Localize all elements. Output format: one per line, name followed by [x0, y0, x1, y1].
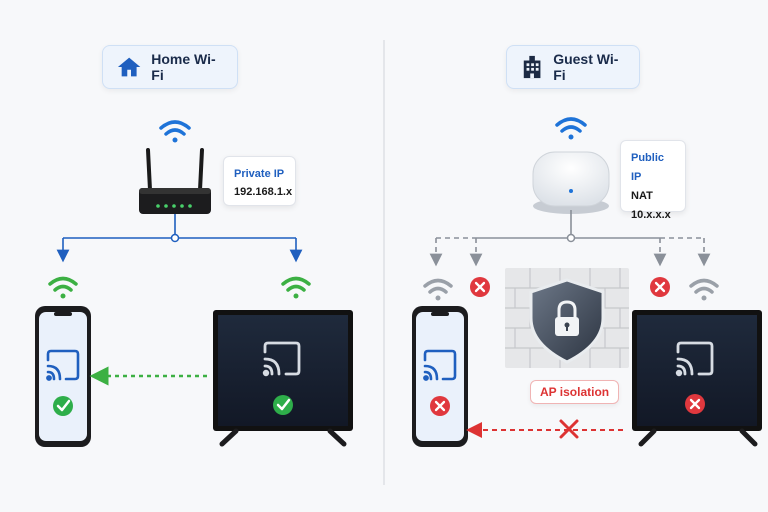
x-icon [559, 419, 579, 439]
tv-icon [632, 310, 762, 447]
x-icon [650, 277, 670, 297]
x-icon [430, 396, 450, 416]
ap-isolation-badge: AP isolation [530, 380, 620, 404]
shield-lock-icon [529, 278, 605, 364]
cast-icon [423, 349, 457, 381]
private-ip-label: Private IP [234, 168, 285, 180]
home-ip-info: Private IP 192.168.1.x [223, 156, 296, 206]
home-icon [117, 57, 141, 77]
cast-icon [262, 341, 301, 377]
guest-ip-info: Public IP NAT 10.x.x.x [620, 140, 686, 221]
guest-wifi-label: Guest Wi-Fi [553, 51, 619, 83]
private-ip-value: 192.168.1.x [234, 186, 293, 198]
x-icon [685, 394, 705, 414]
public-ip-label: Public IP [631, 152, 665, 183]
home-connection-lines [56, 214, 303, 263]
junction-dot [566, 233, 576, 243]
wifi-icon [281, 276, 311, 299]
tv-icon [213, 310, 353, 447]
cast-icon [46, 349, 80, 381]
cast-icon [675, 341, 714, 377]
home-wifi-title: Home Wi-Fi [102, 45, 238, 89]
router-icon [139, 148, 211, 214]
wifi-icon [159, 120, 191, 143]
check-icon [273, 395, 293, 415]
nat-label: NAT [631, 190, 653, 202]
phone-icon [412, 306, 468, 447]
check-icon [53, 396, 73, 416]
wifi-icon [48, 276, 78, 299]
home-wifi-label: Home Wi-Fi [151, 51, 216, 83]
wifi-icon [423, 278, 453, 301]
building-icon [523, 55, 541, 79]
wifi-icon [555, 117, 587, 140]
guest-ip-value: 10.x.x.x [631, 209, 671, 221]
phone-icon [35, 306, 91, 447]
guest-wifi-title: Guest Wi-Fi [506, 45, 640, 89]
access-point-icon [532, 151, 610, 214]
junction-dot [170, 233, 180, 243]
x-icon [470, 277, 490, 297]
wifi-icon [689, 278, 719, 301]
